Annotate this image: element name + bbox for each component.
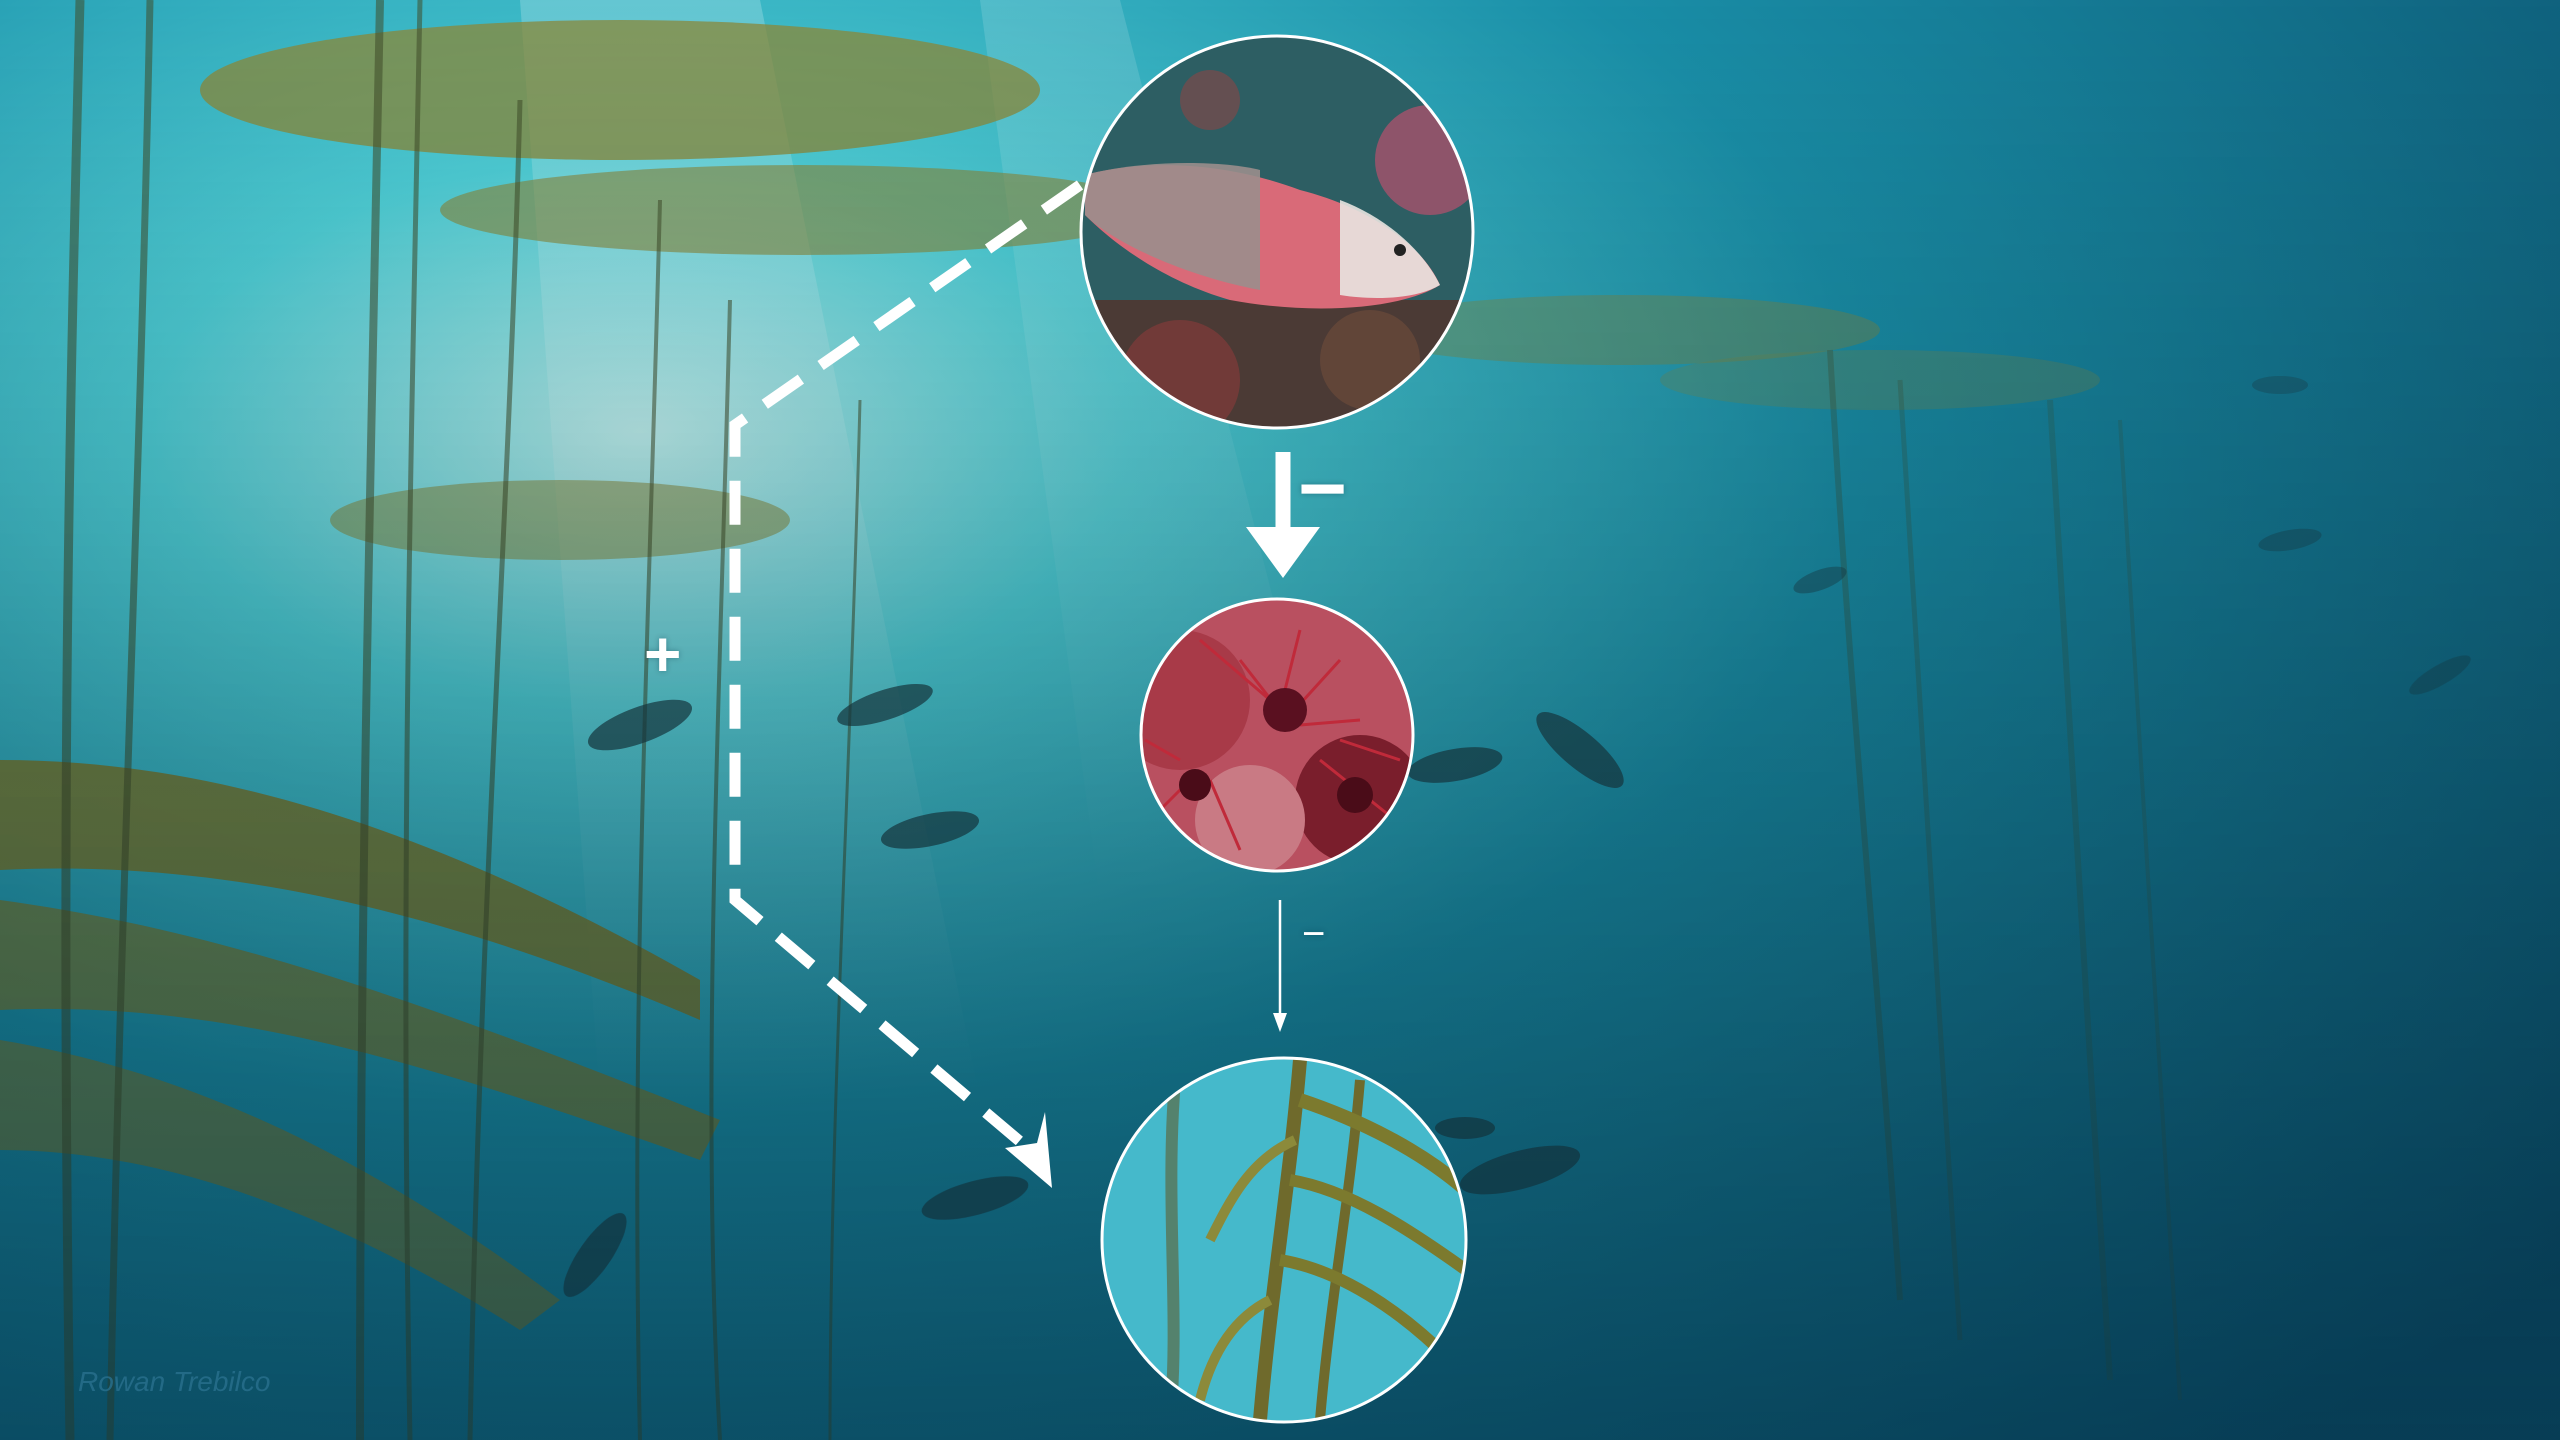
photo-credit: Rowan Trebilco bbox=[78, 1366, 270, 1398]
kelp-node bbox=[1102, 1058, 1466, 1422]
thin-arrowhead bbox=[1273, 1013, 1287, 1032]
minus-label-strong: − bbox=[1298, 446, 1347, 530]
sheephead-fish-node bbox=[1080, 36, 1485, 440]
dashed-arrowhead bbox=[1005, 1112, 1052, 1188]
minus-label-weak: − bbox=[1302, 914, 1325, 954]
sea-urchin-node bbox=[1110, 599, 1425, 875]
dashed-indirect-arrow bbox=[735, 185, 1080, 1150]
plus-label: + bbox=[644, 622, 681, 686]
